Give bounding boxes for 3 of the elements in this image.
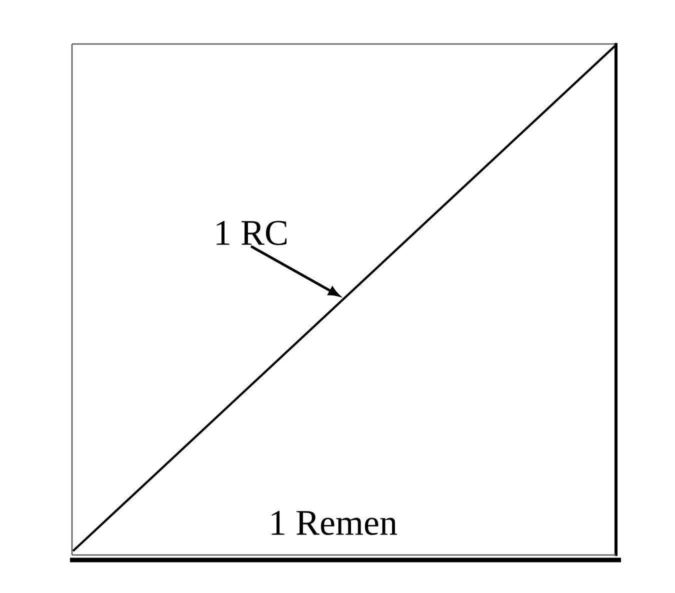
callout-label: 1 RC bbox=[216, 220, 287, 246]
base-label: 1 Remen bbox=[272, 510, 397, 536]
diagonal-line bbox=[72, 45, 616, 552]
